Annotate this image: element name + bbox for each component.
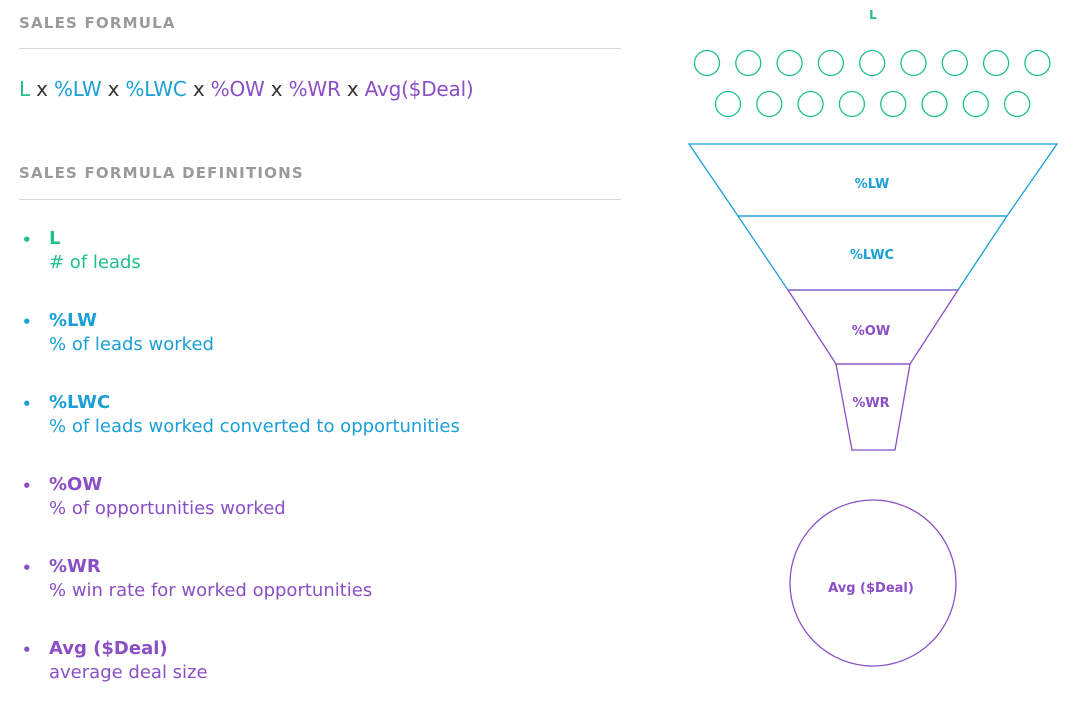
definition-description: % of leads worked bbox=[49, 334, 214, 355]
funnel-label-lw: %LW bbox=[855, 177, 890, 192]
bullet-icon: • bbox=[22, 231, 32, 249]
funnel-label-ow: %OW bbox=[852, 324, 890, 339]
definition-term: %LW bbox=[49, 310, 97, 331]
leads-circles bbox=[693, 49, 1051, 118]
sales-formula-heading: SALES FORMULA bbox=[19, 14, 176, 32]
definition-item-lwc: • %LWC % of leads worked converted to op… bbox=[19, 392, 460, 474]
definition-item-lw: • %LW % of leads worked bbox=[19, 310, 460, 392]
lead-circle bbox=[941, 49, 968, 77]
definition-description: average deal size bbox=[49, 662, 208, 683]
definition-item-wr: • %WR % win rate for worked opportunitie… bbox=[19, 556, 460, 638]
lead-circle bbox=[693, 49, 721, 77]
definition-term: %WR bbox=[49, 556, 101, 577]
formula-term-ow: %OW bbox=[210, 77, 265, 101]
funnel-label-lwc: %LWC bbox=[850, 248, 894, 263]
lead-circle bbox=[797, 90, 824, 118]
lead-circle bbox=[714, 90, 742, 118]
bullet-icon: • bbox=[22, 641, 32, 659]
definition-term: L bbox=[49, 228, 61, 249]
lead-circle bbox=[817, 49, 845, 77]
definition-term: %LWC bbox=[49, 392, 111, 413]
bullet-icon: • bbox=[22, 559, 32, 577]
definition-description: % win rate for worked opportunities bbox=[49, 580, 373, 601]
sales-formula: L x %LW x %LWC x %OW x %WR x Avg($Deal) bbox=[19, 77, 474, 101]
lead-circle bbox=[880, 90, 907, 118]
formula-operator: x bbox=[107, 77, 120, 101]
divider bbox=[19, 48, 621, 49]
bullet-icon: • bbox=[22, 313, 32, 331]
formula-term-wr: %WR bbox=[288, 77, 341, 101]
avg-deal-circle bbox=[789, 499, 957, 667]
formula-term-lwc: %LWC bbox=[125, 77, 187, 101]
funnel-label-wr: %WR bbox=[852, 396, 889, 411]
definition-item-ow: • %OW % of opportunities worked bbox=[19, 474, 460, 556]
definition-description: % of opportunities worked bbox=[49, 498, 286, 519]
sales-funnel-diagram: L %LW %LWC %OW %WR Avg ($Deal) bbox=[687, 8, 1059, 667]
formula-term-avg-deal: Avg($Deal) bbox=[364, 77, 474, 101]
definition-item-avg-deal: • Avg ($Deal) average deal size bbox=[19, 638, 460, 720]
definitions-list: • L # of leads • %LW % of leads worked •… bbox=[19, 228, 460, 720]
lead-circle bbox=[859, 49, 886, 77]
bullet-icon: • bbox=[22, 395, 32, 413]
lead-circle bbox=[776, 49, 803, 77]
lead-circle bbox=[900, 49, 927, 77]
definition-item-l: • L # of leads bbox=[19, 228, 460, 310]
definition-description: % of leads worked converted to opportuni… bbox=[49, 416, 460, 437]
formula-operator: x bbox=[36, 77, 48, 101]
avg-deal-label: Avg ($Deal) bbox=[828, 581, 914, 596]
leads-label: L bbox=[869, 8, 877, 22]
definition-term: %OW bbox=[49, 474, 103, 495]
bullet-icon: • bbox=[22, 477, 32, 495]
definition-description: # of leads bbox=[49, 252, 141, 273]
formula-operator: x bbox=[346, 77, 359, 101]
formula-term-l: L bbox=[19, 77, 30, 101]
lead-circle bbox=[1003, 90, 1031, 118]
divider bbox=[19, 199, 621, 200]
formula-term-lw: %LW bbox=[53, 77, 102, 101]
lead-circle bbox=[921, 90, 948, 118]
lead-circle bbox=[1024, 49, 1051, 77]
formula-operator: x bbox=[270, 77, 283, 101]
lead-circle bbox=[838, 90, 866, 118]
lead-circle bbox=[756, 90, 783, 118]
lead-circle bbox=[735, 49, 762, 77]
definitions-heading: SALES FORMULA DEFINITIONS bbox=[19, 164, 304, 182]
formula-operator: x bbox=[192, 77, 205, 101]
definition-term: Avg ($Deal) bbox=[49, 638, 168, 659]
funnel-stage-wr bbox=[835, 363, 911, 451]
lead-circle bbox=[962, 90, 989, 118]
lead-circle bbox=[982, 49, 1010, 77]
